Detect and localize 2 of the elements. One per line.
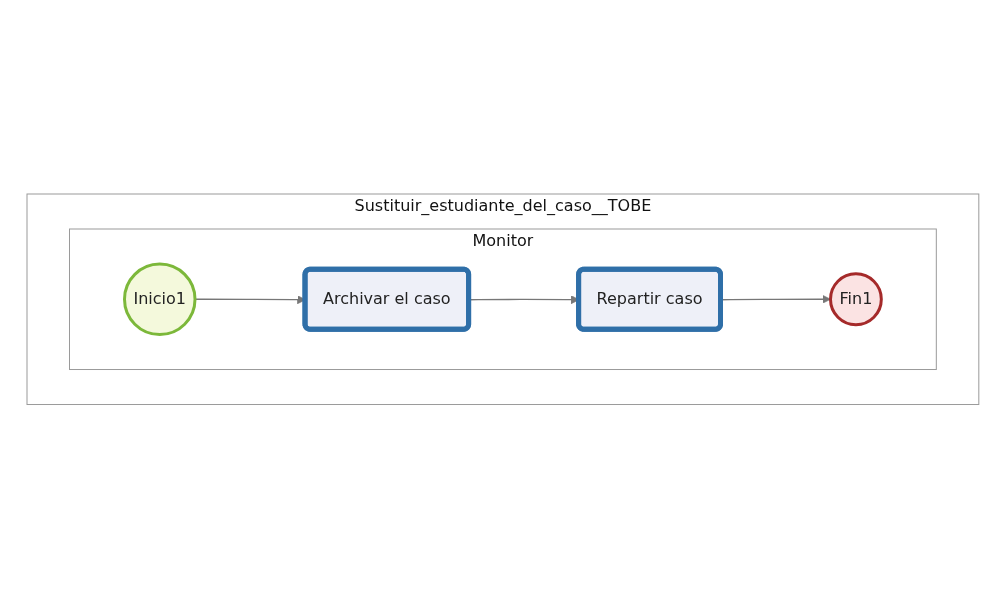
node-circle: Inicio1 bbox=[122, 262, 197, 336]
node-circle: Fin1 bbox=[828, 272, 883, 326]
